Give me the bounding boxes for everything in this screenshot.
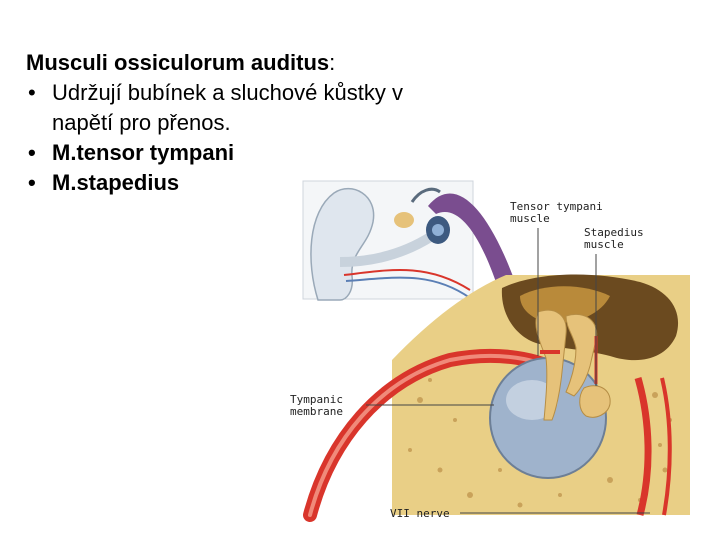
stapes — [580, 386, 610, 418]
middle-ear-detail — [310, 274, 690, 515]
inset-ossicles — [394, 212, 414, 228]
label-stapedius: Stapedius muscle — [584, 227, 644, 251]
label-tensor-tympani: Tensor tympani muscle — [510, 201, 603, 225]
label-tympanic-membrane: Tympanic membrane — [290, 394, 343, 418]
label-vii-nerve: VII nerve — [390, 508, 450, 520]
inset-cochlea-core — [432, 224, 444, 236]
